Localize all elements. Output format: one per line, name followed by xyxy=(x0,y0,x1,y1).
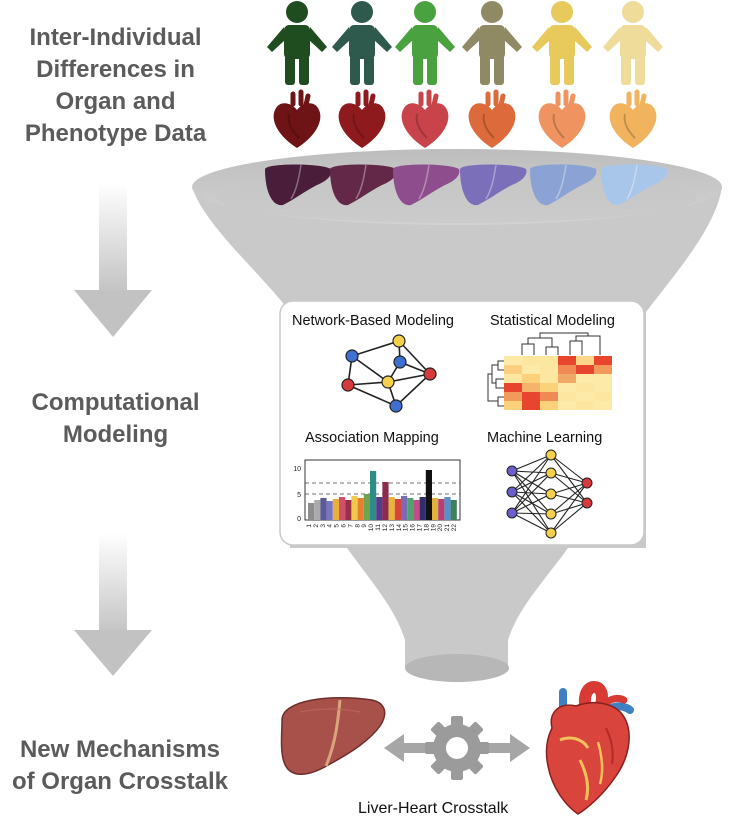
manhattan-x-tick: 21 xyxy=(444,524,451,532)
manhattan-columns xyxy=(308,470,457,520)
manhattan-x-tick: 9 xyxy=(361,524,368,528)
manhattan-x-tick: 1 xyxy=(306,524,313,528)
nn-input-node xyxy=(506,486,518,498)
network-node xyxy=(392,334,406,348)
manhattan-x-tick: 10 xyxy=(368,524,375,532)
nn-input-node xyxy=(506,507,518,519)
panel-title-association: Association Mapping xyxy=(305,430,439,446)
stage-label-line: New Mechanisms xyxy=(19,736,221,763)
manhattan-x-tick: 15 xyxy=(403,524,410,532)
nn-hidden-node xyxy=(545,527,557,539)
crosstalk-caption: Liver-Heart Crosstalk xyxy=(358,800,509,817)
stage-label-line: Modeling xyxy=(62,421,169,448)
heatmap-cells xyxy=(504,356,612,410)
down-arrow-2 xyxy=(74,533,152,676)
manhattan-x-tick: 5 xyxy=(334,524,341,528)
manhattan-x-tick: 8 xyxy=(354,524,361,528)
stage-label-line: Inter-Individual xyxy=(29,24,202,51)
heart-icon xyxy=(338,89,386,148)
manhattan-x-tick: 6 xyxy=(341,524,348,528)
neural-network xyxy=(506,449,593,539)
panel-title-ml: Machine Learning xyxy=(487,430,603,446)
liver-icon xyxy=(601,164,668,206)
manhattan-x-tick: 11 xyxy=(375,524,382,531)
person-icon xyxy=(532,1,592,85)
dendrogram-left xyxy=(487,360,504,407)
person-icon xyxy=(462,1,522,85)
person-icon xyxy=(395,1,455,85)
manhattan-x-tick: 12 xyxy=(382,524,389,532)
heart-icon xyxy=(273,89,321,148)
person-icon xyxy=(603,1,663,85)
manhattan-x-tick: 17 xyxy=(416,524,423,532)
network-node xyxy=(381,375,395,389)
large-liver-icon xyxy=(280,697,386,775)
heart-icon xyxy=(401,89,449,148)
manhattan-x-tick: 14 xyxy=(396,524,403,532)
manhattan-x-tick: 20 xyxy=(437,524,444,532)
nn-hidden-node xyxy=(545,488,557,500)
people-row xyxy=(267,1,663,85)
stage-label-line: of Organ Crosstalk xyxy=(11,768,229,795)
manhattan-x-tick: 2 xyxy=(313,524,320,528)
panel-title-statistical: Statistical Modeling xyxy=(490,313,615,329)
person-icon xyxy=(332,1,392,85)
heatmap xyxy=(487,332,612,410)
gear-icon xyxy=(425,716,489,780)
nn-input-node xyxy=(506,465,518,477)
liver-icon xyxy=(530,164,597,206)
network-node xyxy=(389,399,403,413)
nn-hidden-node xyxy=(545,449,557,461)
stage-label-line: Differences in xyxy=(36,56,195,83)
nn-output-node xyxy=(581,477,593,489)
network-node xyxy=(345,349,359,363)
network-node xyxy=(423,367,437,381)
network-node xyxy=(341,378,355,392)
nn-hidden-node xyxy=(545,467,557,479)
livers-row xyxy=(265,164,668,206)
manhattan-x-tick: 7 xyxy=(347,524,354,528)
dendrogram-top xyxy=(521,332,601,355)
hearts-row xyxy=(273,89,657,148)
nn-output-node xyxy=(581,497,593,509)
manhattan-x-tick: 16 xyxy=(410,524,417,532)
anatomical-heart-icon xyxy=(545,681,634,815)
stage-label-line: Organ and xyxy=(55,88,176,115)
manhattan-y-tick: 0 xyxy=(297,516,301,523)
stage-label-input: Inter-Individual Differences in Organ an… xyxy=(8,22,223,150)
nn-hidden-node xyxy=(545,508,557,520)
manhattan-x-tick: 4 xyxy=(327,524,334,528)
manhattan-y-tick: 10 xyxy=(293,466,301,473)
manhattan-x-tick: 18 xyxy=(423,524,430,532)
stage-label-modeling: Computational Modeling xyxy=(8,387,223,451)
stage-label-line: Computational xyxy=(31,389,200,416)
manhattan-x-tick: 22 xyxy=(451,524,458,532)
stage-label-output: New Mechanisms of Organ Crosstalk xyxy=(0,734,240,798)
heart-icon xyxy=(609,89,657,148)
liver-icon xyxy=(265,164,332,206)
heart-icon xyxy=(538,89,586,148)
manhattan-x-tick: 3 xyxy=(320,524,327,528)
person-icon xyxy=(267,1,327,85)
down-arrow-1 xyxy=(74,183,152,337)
network-node xyxy=(393,355,407,369)
liver-icon xyxy=(393,164,460,206)
network-graph xyxy=(341,334,437,413)
panel-title-network: Network-Based Modeling xyxy=(292,313,454,329)
manhattan-x-tick: 19 xyxy=(430,524,437,532)
liver-icon xyxy=(460,164,527,206)
liver-icon xyxy=(330,164,397,206)
heart-icon xyxy=(468,89,516,148)
manhattan-y-tick: 5 xyxy=(297,492,301,499)
stage-label-line: Phenotype Data xyxy=(24,120,207,147)
manhattan-x-tick: 13 xyxy=(389,524,396,532)
